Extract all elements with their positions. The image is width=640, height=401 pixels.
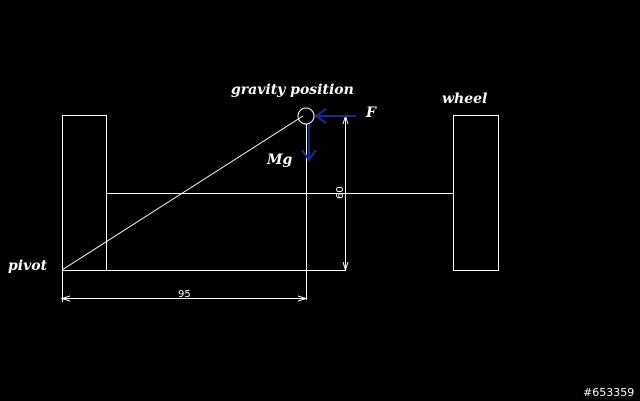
- weight-arrow: [301, 124, 317, 162]
- horizontal-dimension-left-arrow: [60, 295, 71, 302]
- wheel-label: wheel: [442, 91, 487, 107]
- left-block: [62, 115, 107, 271]
- force-label: F: [365, 105, 377, 121]
- wheel-block: [453, 115, 499, 271]
- force-arrow: [314, 108, 356, 124]
- horizontal-dimension-value: 95: [178, 289, 191, 300]
- gravity-circle: [297, 107, 315, 125]
- gravity-position-label: gravity position: [231, 82, 354, 98]
- watermark: #653359: [583, 386, 634, 399]
- diagram-lines: [60, 107, 499, 302]
- weight-label: Mg: [266, 152, 292, 168]
- pivot-to-gravity-line: [61, 115, 304, 271]
- vertical-dimension-bottom-arrow: [342, 261, 349, 272]
- vertical-dimension-value: 60: [335, 186, 346, 199]
- horizontal-dimension-right-arrow: [297, 295, 308, 302]
- pivot-label: pivot: [8, 258, 48, 274]
